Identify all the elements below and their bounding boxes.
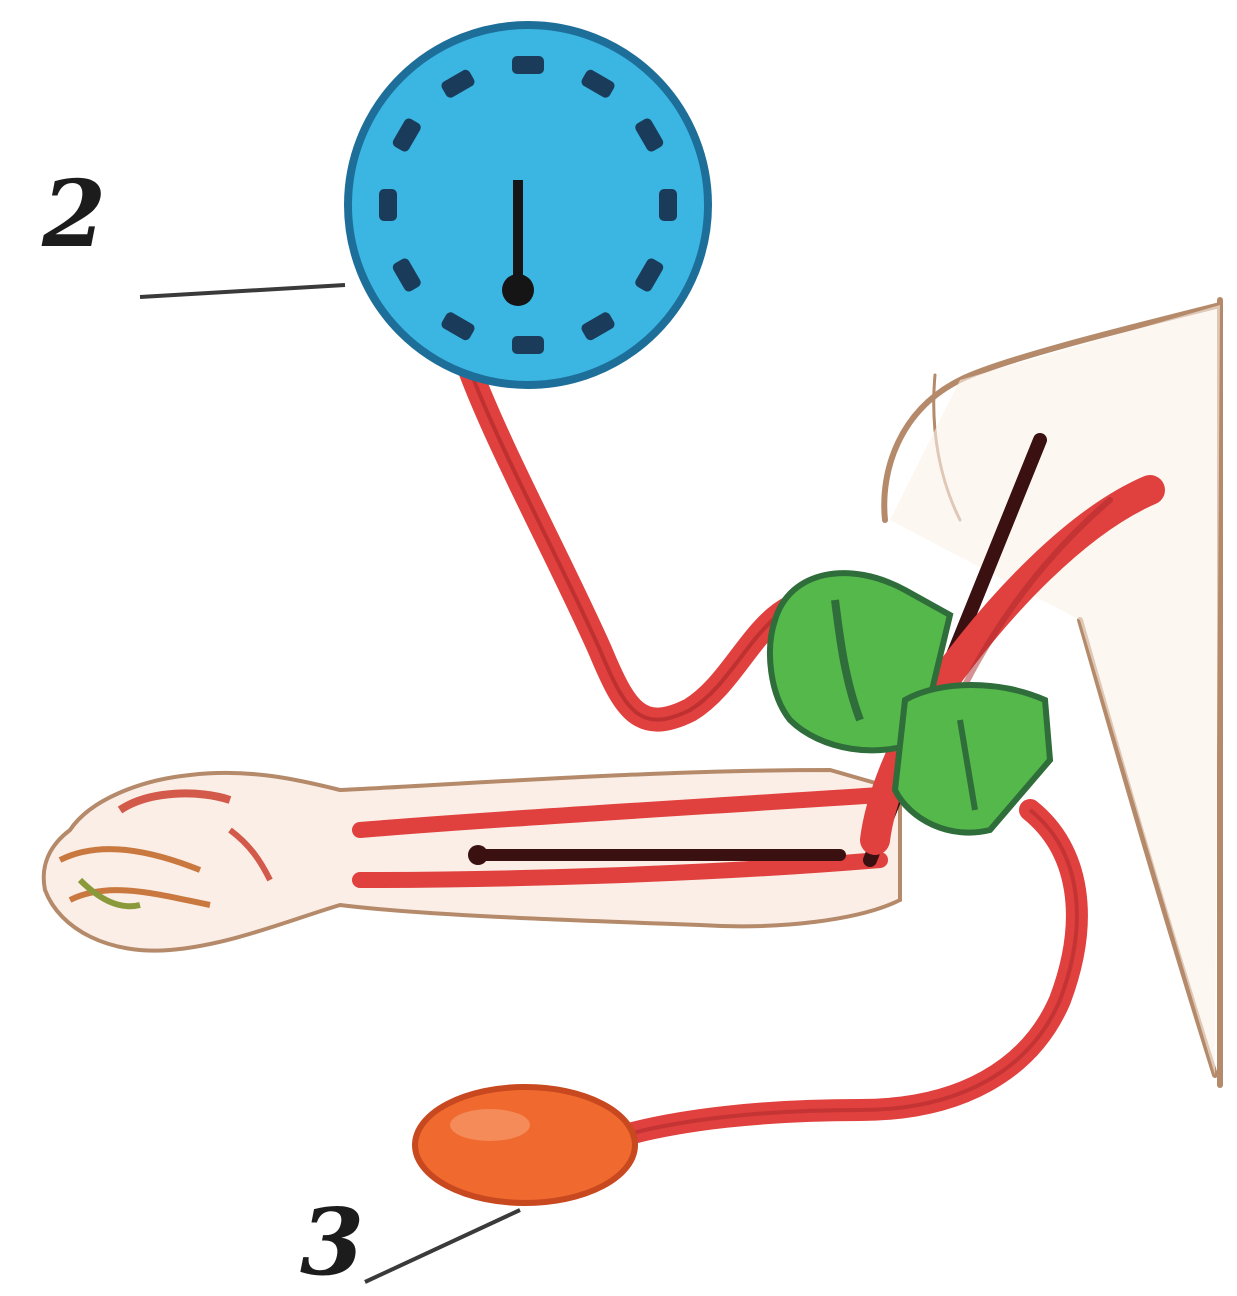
bulb-icon — [415, 1087, 635, 1203]
callout-line-3 — [365, 1210, 520, 1282]
gauge-tick — [512, 56, 544, 74]
callout-line-2 — [140, 285, 345, 297]
gauge-tick — [512, 336, 544, 354]
callout-label-2: 2 — [42, 168, 106, 260]
callout-label-3: 3 — [300, 1196, 364, 1288]
gauge-tube — [470, 370, 820, 720]
gauge-icon — [348, 25, 708, 385]
arm-icon — [44, 770, 900, 951]
gauge-tick — [379, 189, 397, 221]
gauge-tick — [659, 189, 677, 221]
